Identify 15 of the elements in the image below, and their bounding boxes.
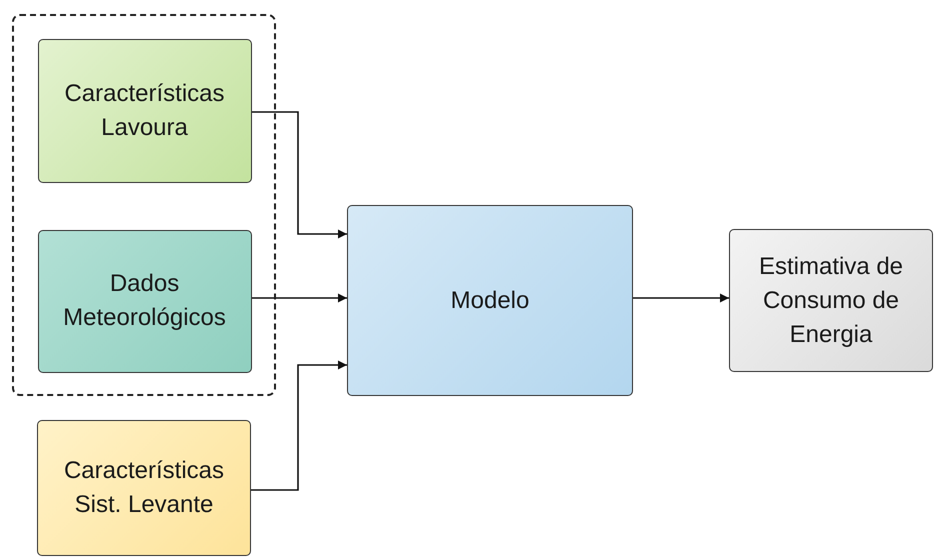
box-label: Características Sist. Levante — [62, 456, 226, 520]
data-box — [729, 229, 933, 372]
box-label: Dados Meteorológicos — [62, 269, 227, 333]
box-label: Características Lavoura — [63, 78, 226, 142]
data-box — [37, 420, 251, 556]
arrow — [251, 360, 347, 491]
arrow — [251, 111, 347, 238]
data-box — [38, 230, 252, 372]
dashed-group-box — [12, 14, 276, 396]
box-label: Modelo — [450, 286, 530, 316]
arrow — [633, 294, 729, 302]
process-box — [347, 205, 633, 396]
arrow — [251, 294, 347, 302]
data-box — [38, 38, 252, 182]
box-label: Estimativa de Consumo de Energia — [758, 252, 904, 350]
